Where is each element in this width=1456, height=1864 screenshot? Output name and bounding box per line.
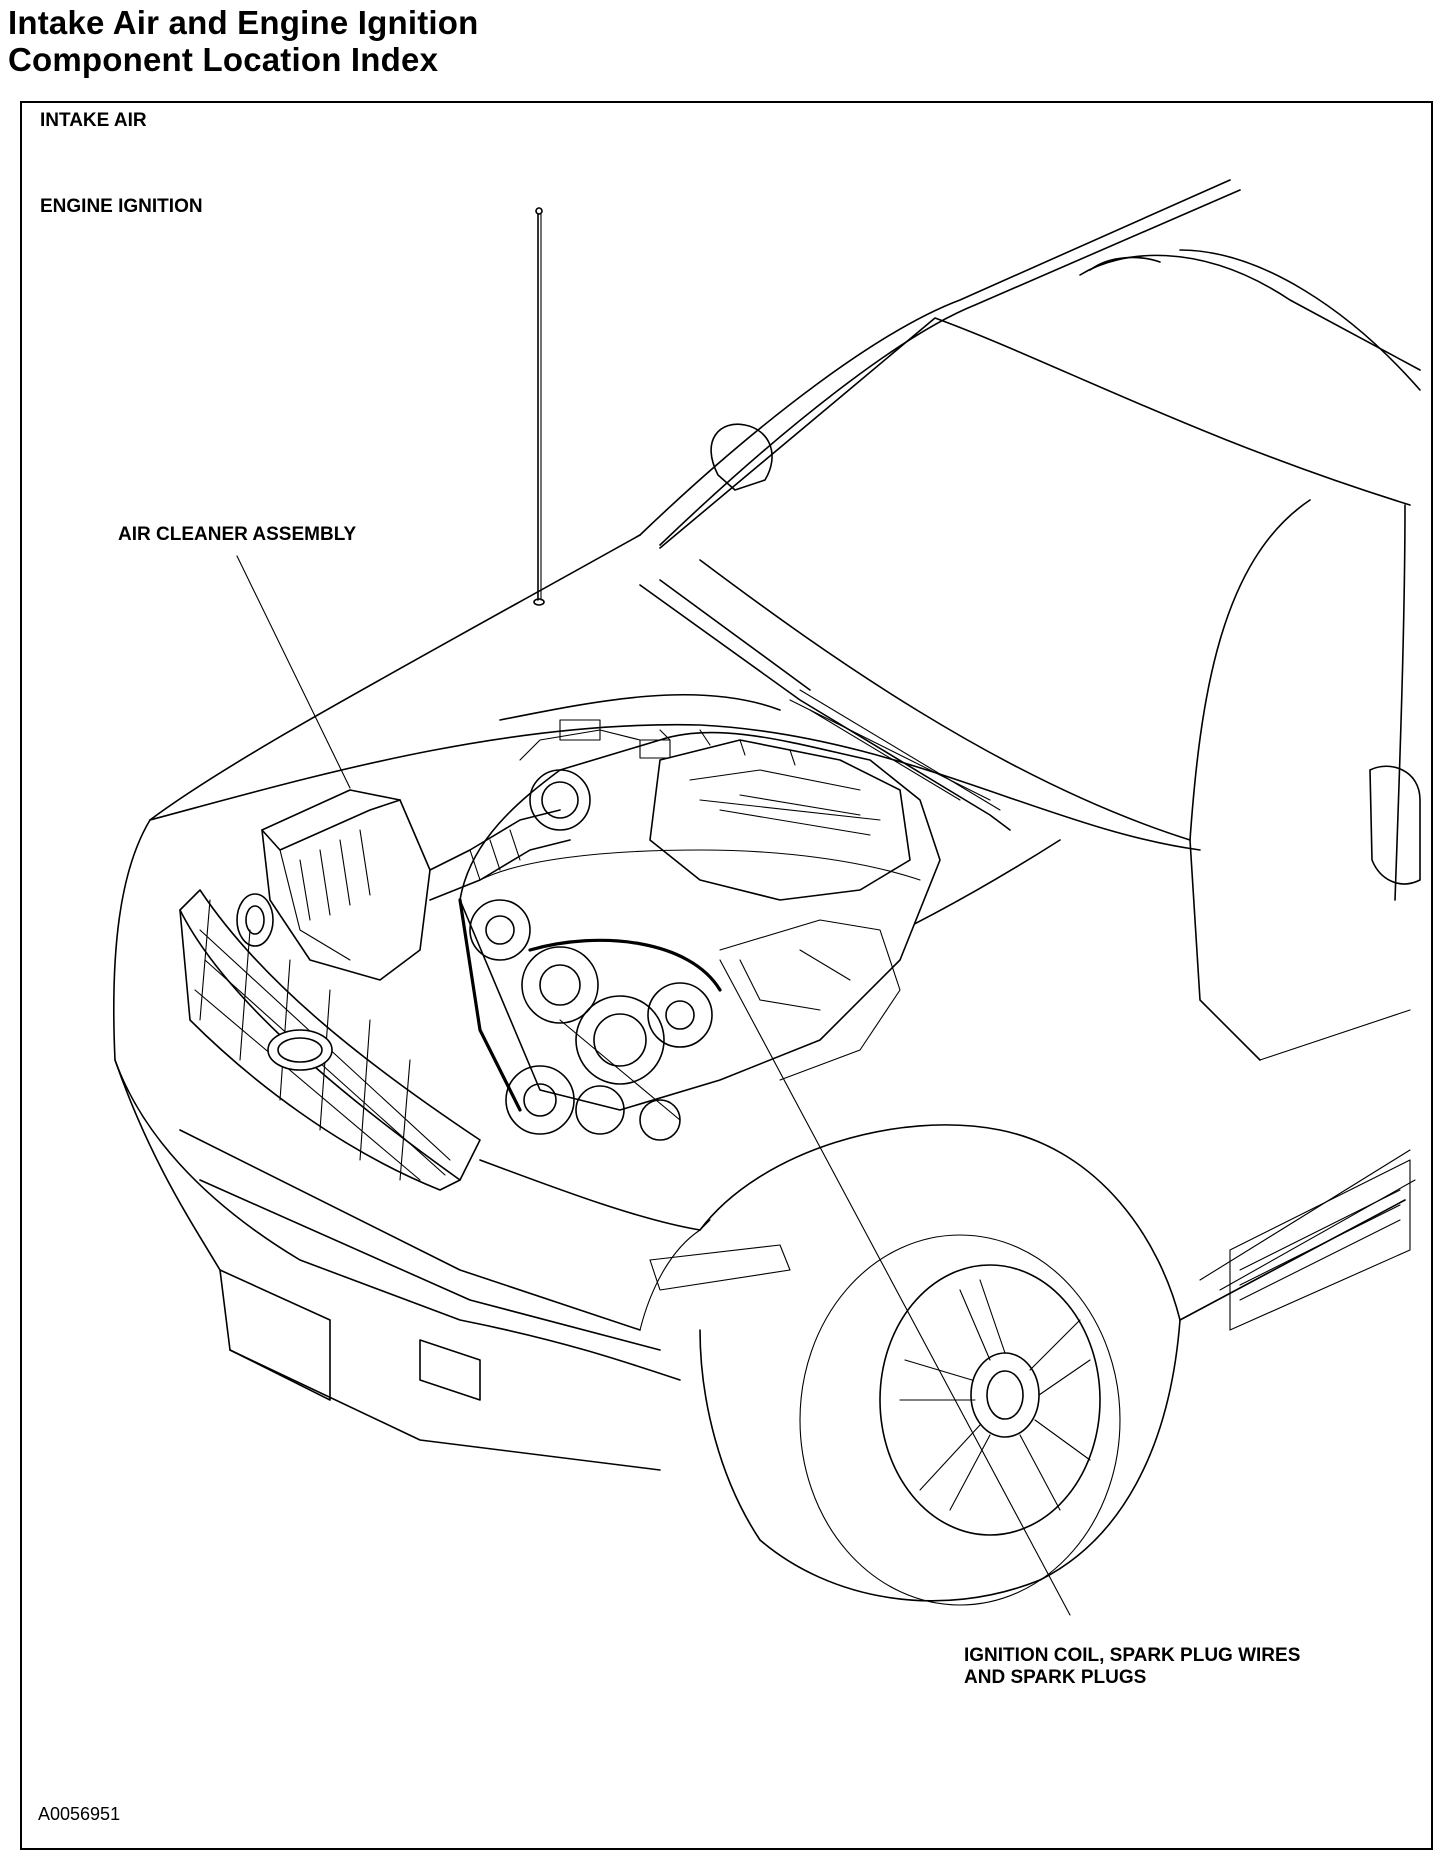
callout-ignition-components: IGNITION COIL, SPARK PLUG WIRES AND SPAR…	[964, 1645, 1300, 1689]
cowl-vent	[639, 579, 1011, 831]
roof-and-windshield	[639, 179, 1421, 901]
front-body	[113, 819, 791, 1471]
leader-lines	[236, 555, 1071, 1616]
callout-ignition-line-2: AND SPARK PLUGS	[964, 1667, 1147, 1688]
index-link-engine-ignition[interactable]: ENGINE IGNITION	[40, 196, 203, 217]
fender-and-wheel	[699, 839, 1416, 1606]
callout-air-cleaner-assembly: AIR CLEANER ASSEMBLY	[118, 524, 357, 545]
page-title: Intake Air and Engine Ignition Component…	[8, 4, 478, 78]
callout-ignition-line-1: IGNITION COIL, SPARK PLUG WIRES	[964, 1645, 1301, 1666]
page-title-line-2: Component Location Index	[8, 41, 439, 78]
figure-id: A0056951	[38, 1804, 121, 1824]
antenna	[533, 207, 545, 606]
index-link-intake-air[interactable]: INTAKE AIR	[40, 110, 147, 131]
side-mirror	[710, 423, 1421, 885]
page-title-line-1: Intake Air and Engine Ignition	[8, 4, 479, 41]
grille	[179, 889, 481, 1191]
engine-bay	[458, 719, 941, 1141]
diagram-frame	[20, 101, 1433, 1850]
air-cleaner-assembly	[236, 789, 571, 981]
